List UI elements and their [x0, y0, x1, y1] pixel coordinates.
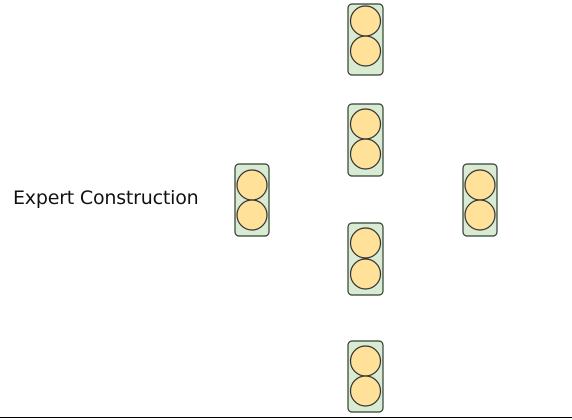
module-left: [234, 163, 270, 237]
module-left-unit-1: [236, 169, 268, 201]
module-top-2-unit-2: [349, 138, 382, 170]
module-right-unit-1: [464, 169, 496, 201]
module-bottom-2-unit-1: [349, 345, 382, 377]
module-bottom-1-unit-2: [349, 258, 382, 290]
module-right: [462, 163, 498, 237]
module-bottom-1-unit-1: [349, 227, 382, 259]
module-top-2-unit-1: [349, 108, 382, 140]
module-top-2: [347, 103, 384, 177]
module-bottom-2-unit-2: [349, 375, 382, 407]
module-top-1-unit-2: [349, 35, 382, 67]
bottom-border-line: [0, 417, 572, 418]
expert-construction-label: Expert Construction: [13, 187, 199, 209]
module-top-1-unit-1: [349, 5, 382, 37]
module-right-unit-2: [464, 199, 496, 231]
module-left-unit-2: [236, 199, 268, 231]
module-bottom-2: [347, 340, 384, 413]
module-bottom-1: [347, 222, 384, 296]
module-top-1: [347, 3, 384, 76]
